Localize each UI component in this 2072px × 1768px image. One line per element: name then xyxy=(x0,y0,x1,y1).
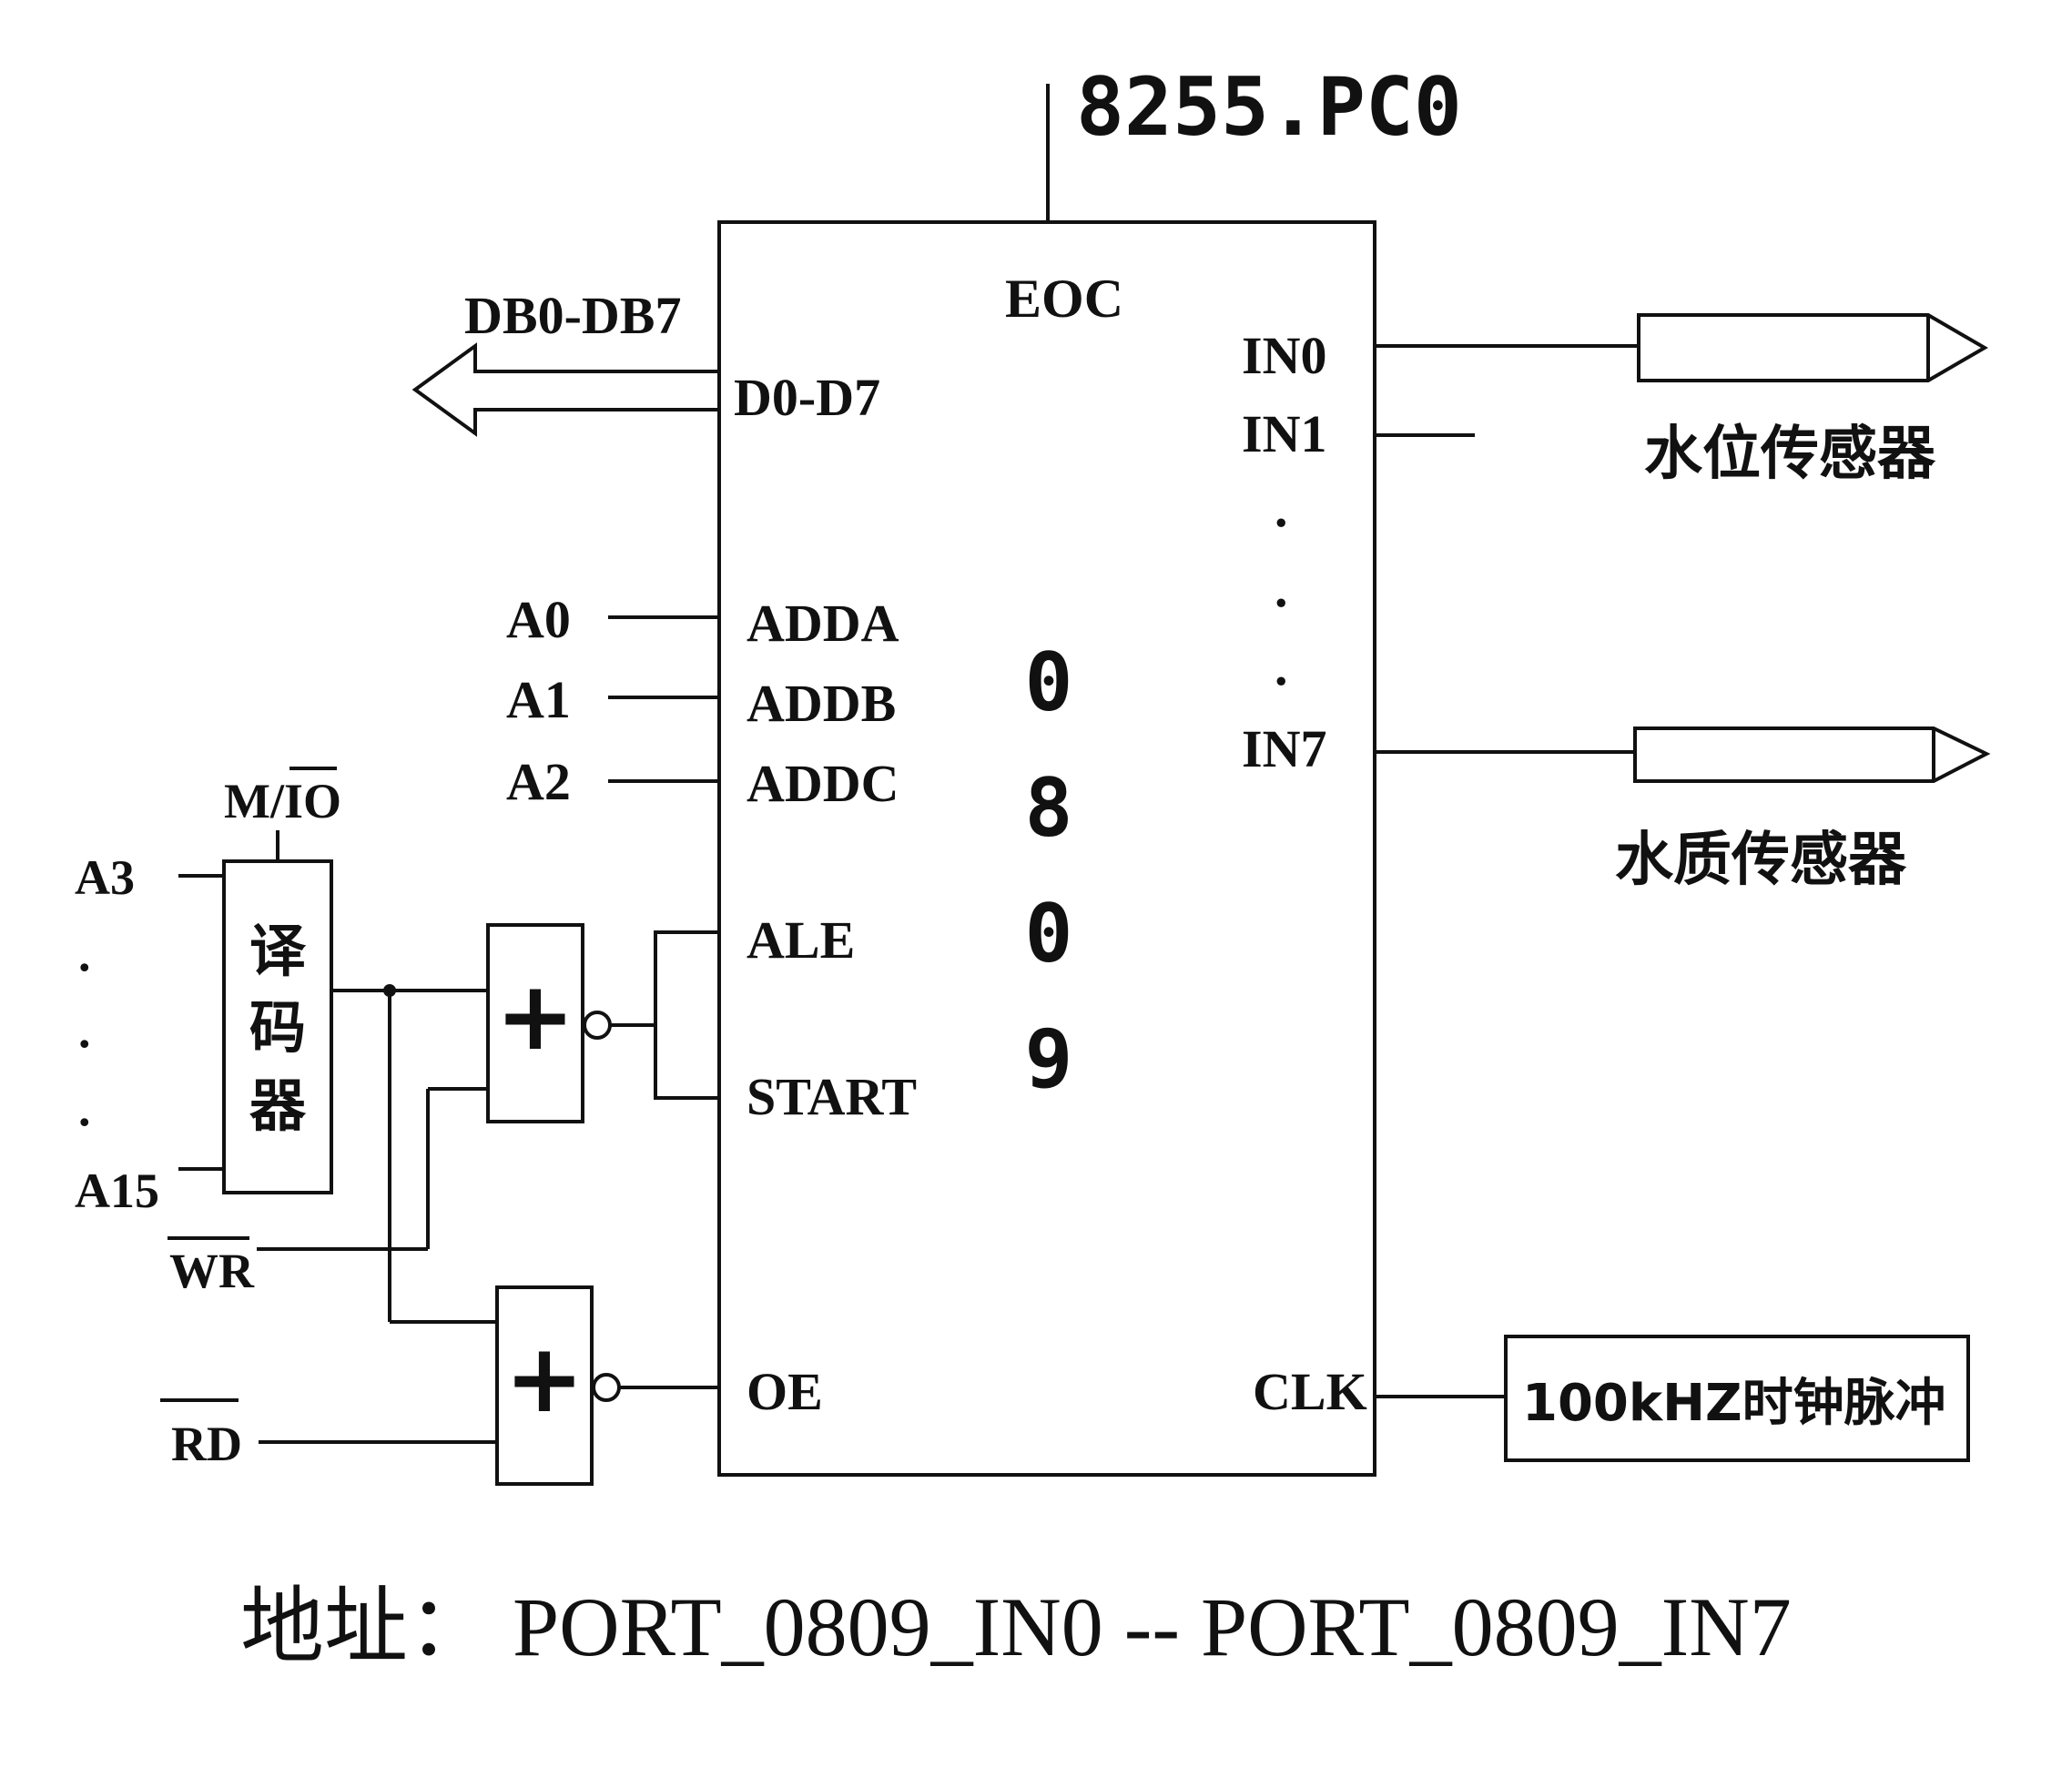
decoder-input-a15: A15 xyxy=(75,1163,159,1218)
water-level-sensor-label: 水位传感器 xyxy=(1644,421,1936,488)
pin-dot: . xyxy=(1275,559,1288,618)
pin-addb: ADDB xyxy=(747,674,896,733)
bus-label: DB0-DB7 xyxy=(464,286,681,345)
or-gate-start xyxy=(486,923,584,1123)
mio-label: M/IO xyxy=(224,774,341,828)
pin-in1: IN1 xyxy=(1242,404,1326,463)
mio-prefix: M/ xyxy=(224,774,285,828)
or-gate-symbol: + xyxy=(504,1323,584,1434)
decoder-input-a3: A3 xyxy=(75,850,135,905)
pin-adda: ADDA xyxy=(747,594,899,653)
pin-in0: IN0 xyxy=(1242,326,1326,385)
pin-eoc: EOC xyxy=(1005,269,1123,329)
inverter-bubble xyxy=(583,1011,612,1040)
ale-start-bracket xyxy=(654,930,719,1100)
pin-dot: . xyxy=(1275,637,1288,696)
clock-source-box xyxy=(1504,1335,1970,1462)
or-gate-oe xyxy=(495,1285,594,1486)
pin-addc: ADDC xyxy=(747,754,899,813)
rd-label: RD xyxy=(171,1417,242,1471)
chip-number-digit: 9 xyxy=(1025,1012,1073,1106)
pin-in7: IN7 xyxy=(1242,719,1326,778)
water-quality-sensor-probe xyxy=(1633,727,1991,783)
decoder-dot: . xyxy=(78,1003,91,1058)
water-level-sensor-probe xyxy=(1637,313,1988,382)
address-footer: 地址： PORT_0809_IN0 -- PORT_0809_IN7 xyxy=(240,1580,1792,1673)
clock-source-label: 100kHZ时钟脉冲 xyxy=(1522,1374,1946,1433)
decoder-box xyxy=(222,859,333,1194)
address-label-a0: A0 xyxy=(506,590,571,649)
pin-ale: ALE xyxy=(747,910,855,970)
water-quality-sensor-label: 水质传感器 xyxy=(1615,827,1907,894)
pin-d0-d7: D0-D7 xyxy=(734,368,880,427)
decoder-label-char: 器 xyxy=(249,1072,307,1139)
pin-start: START xyxy=(747,1067,917,1126)
pin-clk: CLK xyxy=(1253,1362,1367,1421)
pc0-label: 8255.PC0 xyxy=(1076,60,1462,154)
or-gate-symbol: + xyxy=(495,960,574,1072)
inverter-bubble xyxy=(592,1373,621,1402)
wr-label: WR xyxy=(169,1244,255,1298)
pin-dot: . xyxy=(1275,479,1288,538)
decoder-dot: . xyxy=(78,1082,91,1136)
decoder-label-char: 码 xyxy=(249,994,306,1061)
decoder-dot: . xyxy=(78,927,91,981)
pin-oe: OE xyxy=(747,1362,823,1421)
chip-number-digit: 0 xyxy=(1025,635,1073,729)
chip-number-digit: 0 xyxy=(1025,887,1073,981)
mio-bar-text: IO xyxy=(284,774,341,828)
adc0809-chip xyxy=(717,220,1376,1477)
decoder-label-char: 译 xyxy=(249,918,307,984)
address-label-a2: A2 xyxy=(506,752,571,811)
chip-number-digit: 8 xyxy=(1025,761,1073,855)
address-label-a1: A1 xyxy=(506,670,571,729)
data-bus-arrow xyxy=(411,342,719,437)
